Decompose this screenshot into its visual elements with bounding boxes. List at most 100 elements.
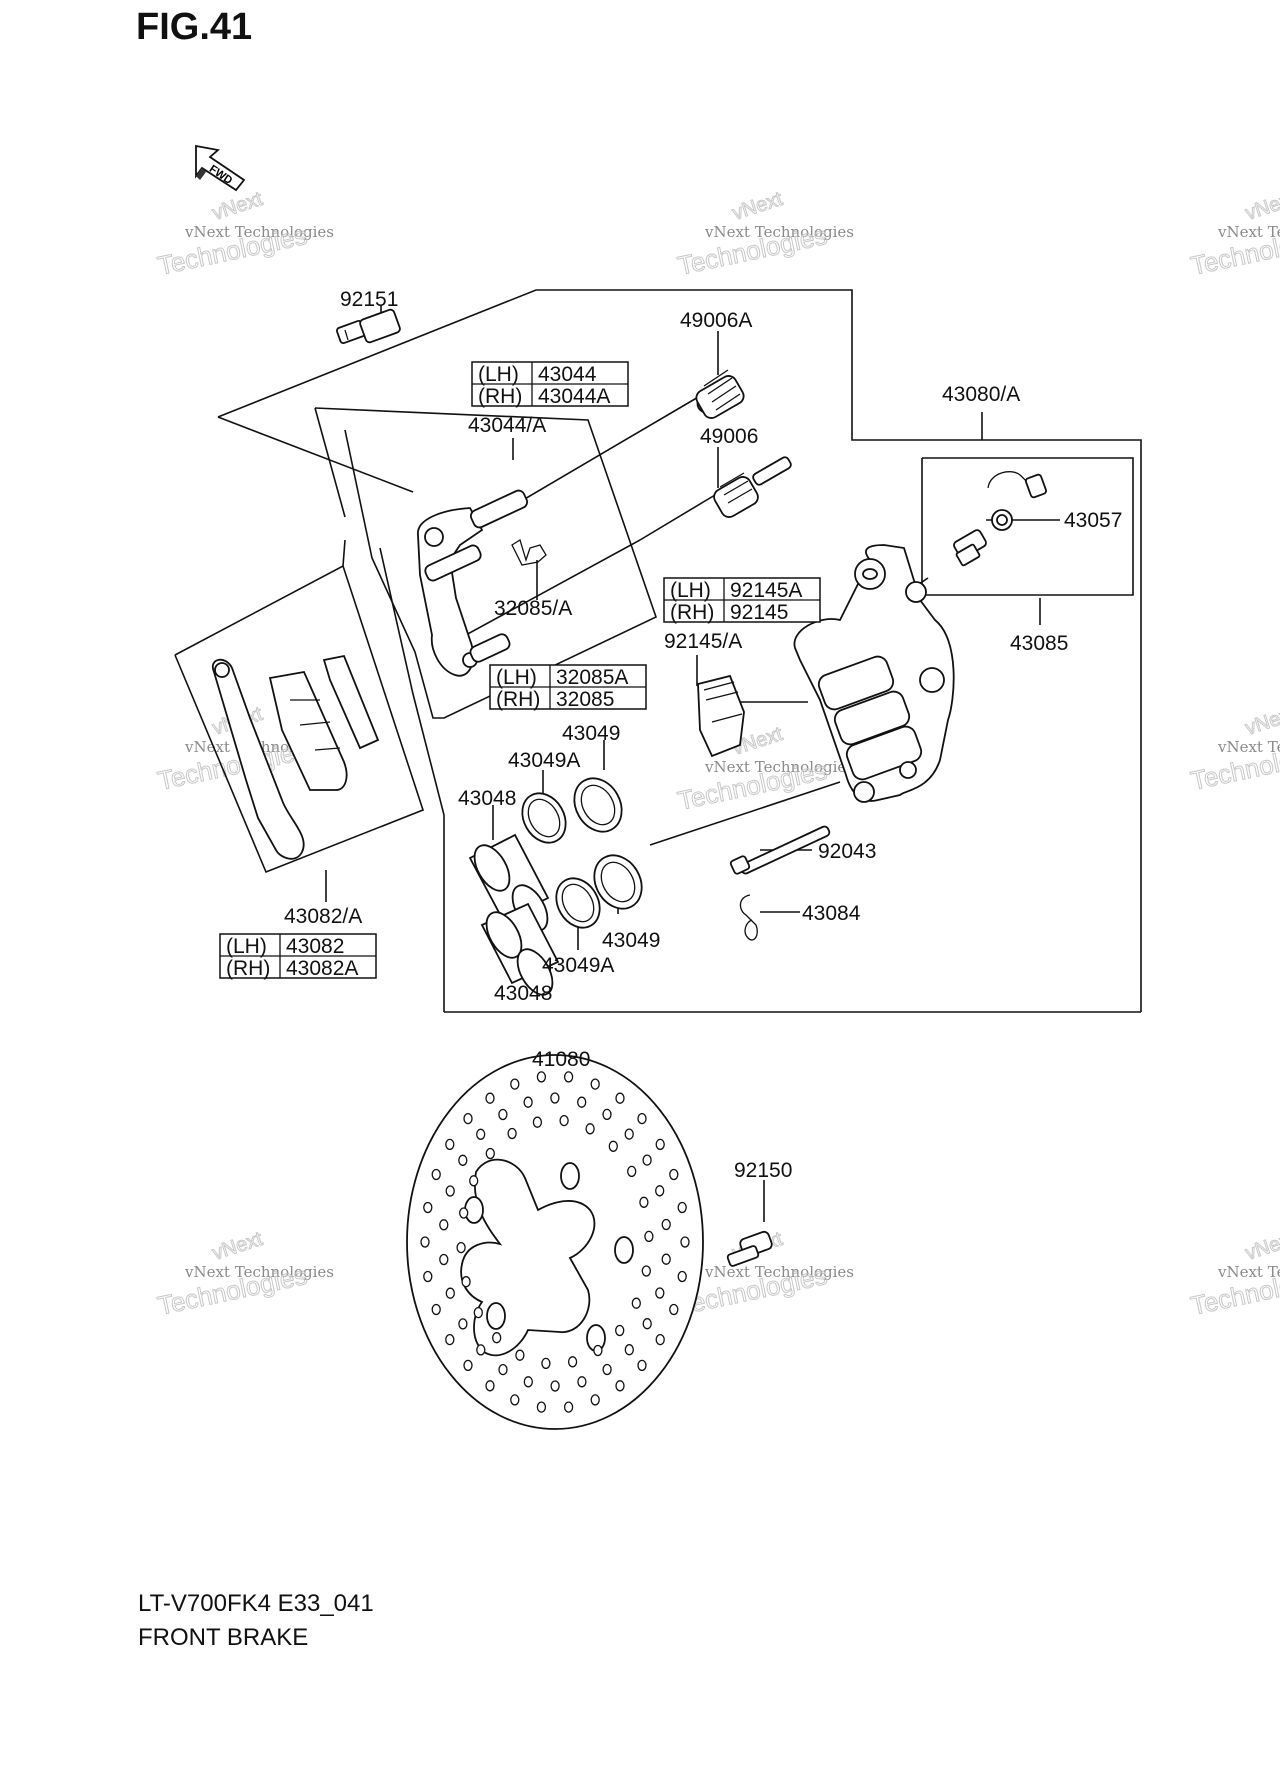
seals-43049: [521, 777, 643, 929]
disc-hole: [577, 1096, 587, 1108]
disc-hole: [445, 1333, 455, 1346]
disc-hole: [532, 1116, 543, 1128]
label-43080A: 43080/A: [942, 383, 1020, 406]
disc-hole: [655, 1185, 665, 1197]
disc-hole: [590, 1078, 600, 1090]
bolt-92151: [335, 308, 401, 345]
figure-caption: FRONT BRAKE: [138, 1624, 309, 1651]
disc-hole: [661, 1218, 671, 1231]
label-43044A: 43044/A: [468, 414, 546, 437]
watermark: vNext vNext Technologies Technologies: [675, 187, 855, 281]
disc-hole: [507, 1127, 517, 1140]
svg-text:vNext Technologies: vNext Technologies: [184, 223, 334, 241]
disc-hole: [567, 1356, 578, 1368]
disc-hole: [608, 1140, 618, 1152]
variant-table-43082: (LH) 43082 (RH) 43082A: [219, 933, 377, 980]
brake-pads-43082: [211, 654, 380, 860]
svg-text:(RH): (RH): [226, 957, 270, 980]
svg-text:43082: 43082: [286, 935, 344, 958]
disc-hole: [615, 1092, 625, 1104]
disc-hole: [523, 1096, 533, 1108]
disc-hole: [439, 1253, 449, 1266]
watermark: vNext vNext Technologies Technologies: [1188, 187, 1280, 281]
disc-hole: [536, 1401, 547, 1413]
disc-hole: [510, 1394, 520, 1406]
part-labels: 92151 49006A 49006 43080/A 43044/A 43057…: [284, 288, 1122, 1182]
boot-49006: [713, 456, 792, 518]
pin-92043: [729, 825, 831, 875]
clip-32085: [511, 538, 547, 566]
disc-hole: [644, 1230, 654, 1243]
disc-hole: [627, 1165, 637, 1178]
disc-hole: [631, 1297, 641, 1309]
svg-text:vNext: vNext: [1243, 1228, 1280, 1265]
svg-text:(LH): (LH): [670, 579, 711, 602]
disc-hole: [476, 1128, 486, 1140]
disc-hole: [463, 1112, 473, 1125]
watermark: vNext vNext Technologies Technologies: [1188, 1227, 1280, 1321]
pistons-43048: [468, 833, 560, 996]
disc-hole: [485, 1147, 495, 1160]
disc-hole: [637, 1112, 647, 1125]
svg-text:32085: 32085: [556, 688, 614, 711]
svg-text:vNext Technologies: vNext Technologies: [704, 758, 854, 776]
disc-hole: [456, 1241, 466, 1254]
svg-text:vNext: vNext: [1243, 188, 1280, 225]
disc-hole: [593, 1344, 603, 1357]
label-43082A: 43082/A: [284, 905, 362, 928]
svg-text:43044A: 43044A: [538, 385, 610, 408]
disc-hole: [669, 1303, 679, 1316]
svg-text:(LH): (LH): [226, 935, 267, 958]
model-code: LT-V700FK4 E33_041: [138, 1590, 374, 1617]
disc-hole: [498, 1108, 508, 1121]
svg-text:vNext: vNext: [210, 188, 266, 225]
disc-hole: [523, 1376, 533, 1388]
disc-hole: [559, 1114, 569, 1127]
watermark: vNext vNext Technologies Technologies: [155, 1227, 335, 1321]
disc-hole: [445, 1287, 455, 1299]
disc-hole: [669, 1168, 679, 1181]
disc-hole: [563, 1071, 574, 1083]
fwd-arrow-icon: FWD: [195, 144, 246, 192]
disc-hole: [510, 1078, 520, 1090]
disc-hole: [637, 1359, 647, 1372]
disc-hole: [550, 1380, 560, 1392]
bracket-43044: [417, 489, 529, 677]
disc-hole: [459, 1207, 469, 1219]
label-43084: 43084: [802, 902, 861, 925]
svg-text:vNext Technologies: vNext Technologies: [1217, 1263, 1280, 1281]
svg-text:(RH): (RH): [670, 601, 714, 624]
disc-hole: [458, 1318, 468, 1330]
watermark: vNext vNext Technologies Technologies: [1188, 702, 1280, 796]
disc-hole: [677, 1201, 687, 1214]
svg-text:43082A: 43082A: [286, 957, 358, 980]
watermark: vNext vNext Technologies Technologies: [675, 722, 855, 816]
disc-hole: [624, 1128, 634, 1140]
disc-hole: [536, 1071, 547, 1083]
disc-hole: [677, 1270, 687, 1283]
label-32085A: 32085/A: [494, 597, 572, 620]
svg-text:43044: 43044: [538, 363, 597, 386]
label-49006: 49006: [700, 425, 758, 448]
disc-hole: [642, 1154, 652, 1166]
disc-hole: [420, 1236, 430, 1248]
disc-hole: [469, 1175, 479, 1187]
disc-hole: [563, 1401, 574, 1413]
svg-text:vNext: vNext: [1243, 703, 1280, 740]
label-92150: 92150: [734, 1159, 792, 1182]
disc-hole: [661, 1253, 671, 1265]
label-43049-bottom: 43049: [602, 929, 660, 952]
svg-text:vNext Technologies: vNext Technologies: [704, 223, 854, 241]
disc-hole: [642, 1318, 652, 1330]
disc-hole: [590, 1394, 600, 1406]
disc-hole: [550, 1092, 560, 1104]
variant-table-43044: (LH) 43044 (RH) 43044A: [471, 361, 629, 408]
leader-lines: [325, 305, 1060, 1222]
disc-hole: [515, 1349, 525, 1361]
label-92145A: 92145/A: [664, 630, 742, 653]
disc-hole: [492, 1332, 502, 1344]
caliper-body-43080: [793, 544, 955, 803]
svg-text:92145A: 92145A: [730, 579, 802, 602]
svg-text:32085A: 32085A: [556, 666, 628, 689]
bolt-92150: [726, 1230, 773, 1267]
